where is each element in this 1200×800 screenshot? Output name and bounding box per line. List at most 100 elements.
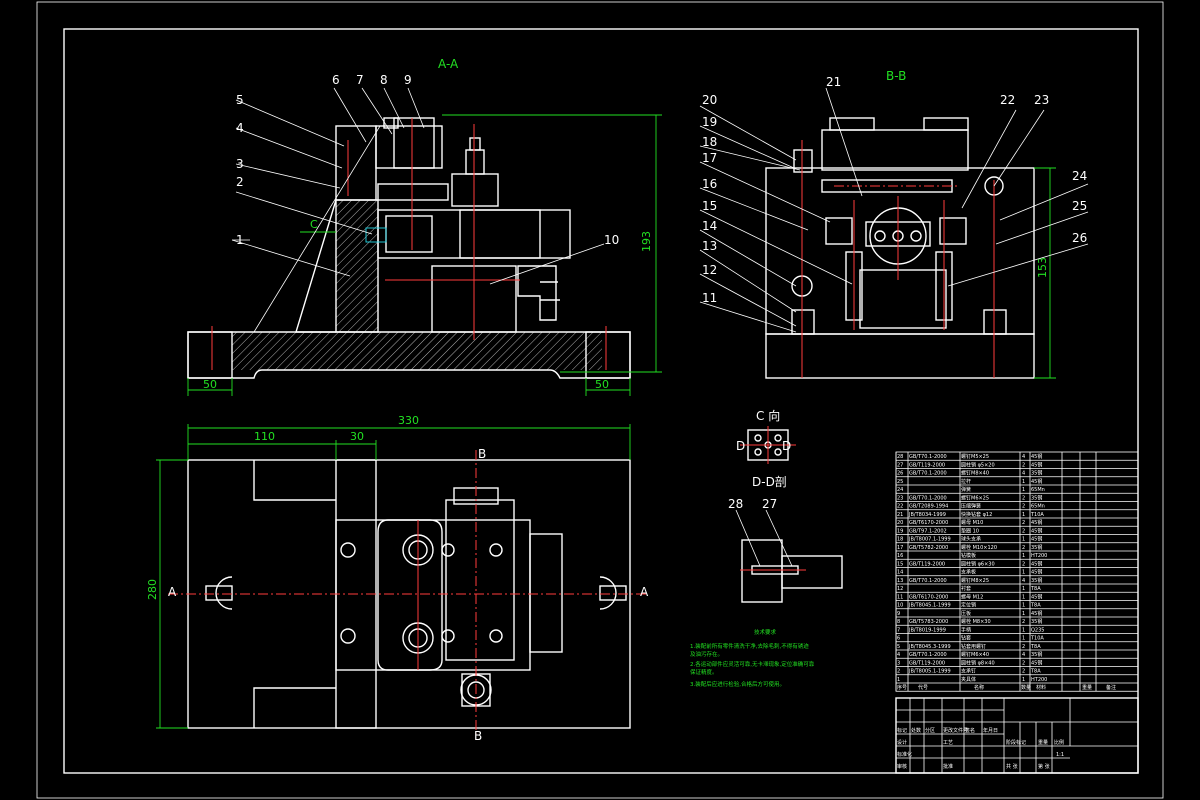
part-3: 3 <box>236 157 244 171</box>
bom-cell: 35钢 <box>1031 577 1042 584</box>
bom-cell: 45钢 <box>1031 478 1042 485</box>
bom-cell: 圆柱销 φ8×40 <box>961 659 995 666</box>
part-19: 19 <box>702 115 717 129</box>
title-block-cell: 分区 <box>925 727 935 734</box>
part-17: 17 <box>702 151 717 165</box>
bom-header-cell: 数量 <box>1021 684 1031 691</box>
part-18: 18 <box>702 135 717 149</box>
bom-cell: 支承板 <box>961 569 976 576</box>
bom-cell: GB/T70.1-2000 <box>909 652 947 658</box>
part-25: 25 <box>1072 199 1087 213</box>
bom-cell: T10A <box>1030 636 1044 642</box>
section-mark-d-left: D <box>736 439 745 453</box>
bom-cell: 18 <box>897 537 903 543</box>
bom-cell: 23 <box>897 495 903 501</box>
notes-line-1: 1.装配前所有零件清洗干净,去除毛刺,不得有锈迹 <box>690 642 809 650</box>
bom-header-cell: 代号 <box>918 684 928 691</box>
bom-cell: 2 <box>897 669 900 675</box>
bom-cell: 螺钉M6×40 <box>961 651 989 658</box>
bom-cell: T10A <box>1030 512 1044 518</box>
bom-cell: 夹具体 <box>961 676 976 683</box>
bom-cell: GB/T5783-2000 <box>909 619 948 625</box>
view-bb: B-B 153 <box>765 69 1056 379</box>
dim-plan-total: 330 <box>398 414 419 427</box>
bom-cell: 1 <box>897 677 900 683</box>
bom-cell: 35钢 <box>1031 494 1042 501</box>
bom-cell: 5 <box>897 644 900 650</box>
bom-cell: JB/T8019-1999 <box>908 627 946 633</box>
bom-header-cell: 名称 <box>974 684 984 691</box>
bom-cell: 19 <box>897 528 903 534</box>
bom-cell: 14 <box>897 570 903 576</box>
bom-cell: GB/T70.1-2000 <box>909 454 947 460</box>
bom-cell: 9 <box>897 611 900 617</box>
bom-cell: 16 <box>897 553 903 559</box>
view-c: C 向 D D <box>736 408 796 464</box>
bom-cell: JB/T8045.1-1999 <box>908 603 951 609</box>
bom-cell: 28 <box>897 454 903 460</box>
bom-cell: GB/T6170-2000 <box>909 594 948 600</box>
title-block: 标记处数分区更改文件号签名年月日设计标准化审核工艺批准阶段标记重量比例共 张第 … <box>895 697 1139 774</box>
bom-cell: 2 <box>1022 528 1025 534</box>
bom-cell: 2 <box>1022 669 1025 675</box>
bom-cell: GB/T119-2000 <box>909 462 945 468</box>
bom-cell: 45钢 <box>1031 461 1042 468</box>
title-block-cell: 审核 <box>897 763 907 770</box>
title-block-cell: 批准 <box>943 763 953 770</box>
bom-cell: 垫圈 10 <box>961 527 979 534</box>
bom-cell: 3 <box>897 660 900 666</box>
notes-title: 技术要求 <box>754 628 777 636</box>
title-block-cell: 共 张 <box>1006 763 1018 770</box>
bom-cell: T8A <box>1030 669 1041 675</box>
bom-cell: 1 <box>1022 594 1025 600</box>
part-4: 4 <box>236 121 244 135</box>
bom-cell: 螺栓 M10×120 <box>961 544 997 551</box>
part-14: 14 <box>702 219 717 233</box>
part-26: 26 <box>1072 231 1087 245</box>
bb-part-numbers: 20 19 18 17 16 15 14 13 12 11 21 22 23 2… <box>702 75 1087 305</box>
bom-cell: 2 <box>1022 561 1025 567</box>
bom-cell: 钻套 <box>961 635 971 642</box>
bom-cell: 1 <box>1022 570 1025 576</box>
bom-cell: 1 <box>1022 537 1025 543</box>
part-8: 8 <box>380 73 388 87</box>
bom-cell: 10 <box>897 603 903 609</box>
title-block-cell: 第 张 <box>1038 763 1050 770</box>
view-dd: D-D剖 28 27 <box>728 475 843 603</box>
bom-cell: 45钢 <box>1031 560 1042 567</box>
view-c-title: C 向 <box>756 408 780 423</box>
bom-cell: 2 <box>1022 462 1025 468</box>
bom-cell: 1 <box>1022 627 1025 633</box>
bom-cell: Q235 <box>1031 627 1044 633</box>
part-5: 5 <box>236 93 244 107</box>
bom-cell: 1 <box>1022 586 1025 592</box>
bom-cell: 20 <box>897 520 903 526</box>
bom-header-cell: 序号 <box>897 684 907 691</box>
bom-cell: 45钢 <box>1031 519 1042 526</box>
part-13: 13 <box>702 239 717 253</box>
bom-cell: 7 <box>897 627 900 633</box>
bom-cell: 6 <box>897 636 900 642</box>
bom-cell: 圆柱销 φ6×30 <box>961 560 995 567</box>
title-block-cell: 签名 <box>965 727 975 734</box>
bom-cell: JB/T8007.1-1999 <box>908 537 951 543</box>
part-9: 9 <box>404 73 412 87</box>
bom-cell: 定位销 <box>961 602 976 609</box>
part-1: 1 <box>236 233 244 247</box>
bom-cell: GB/T6170-2000 <box>909 520 948 526</box>
bom-cell: T8A <box>1030 586 1041 592</box>
bom-cell: 35钢 <box>1031 544 1042 551</box>
view-aa-title: A-A <box>438 57 459 71</box>
bom-cell: 4 <box>1022 652 1025 658</box>
bom-cell: 12 <box>897 586 903 592</box>
part-15: 15 <box>702 199 717 213</box>
bom-cell: 45钢 <box>1031 569 1042 576</box>
bom-cell: 螺钉M8×40 <box>961 470 989 477</box>
part-24: 24 <box>1072 169 1087 183</box>
notes-line-2: 及油污存在。 <box>690 650 723 658</box>
bom-cell: 1 <box>1022 611 1025 617</box>
view-bb-title: B-B <box>886 69 906 83</box>
part-28: 28 <box>728 497 743 511</box>
bom-cell: 球头支承 <box>961 536 981 543</box>
